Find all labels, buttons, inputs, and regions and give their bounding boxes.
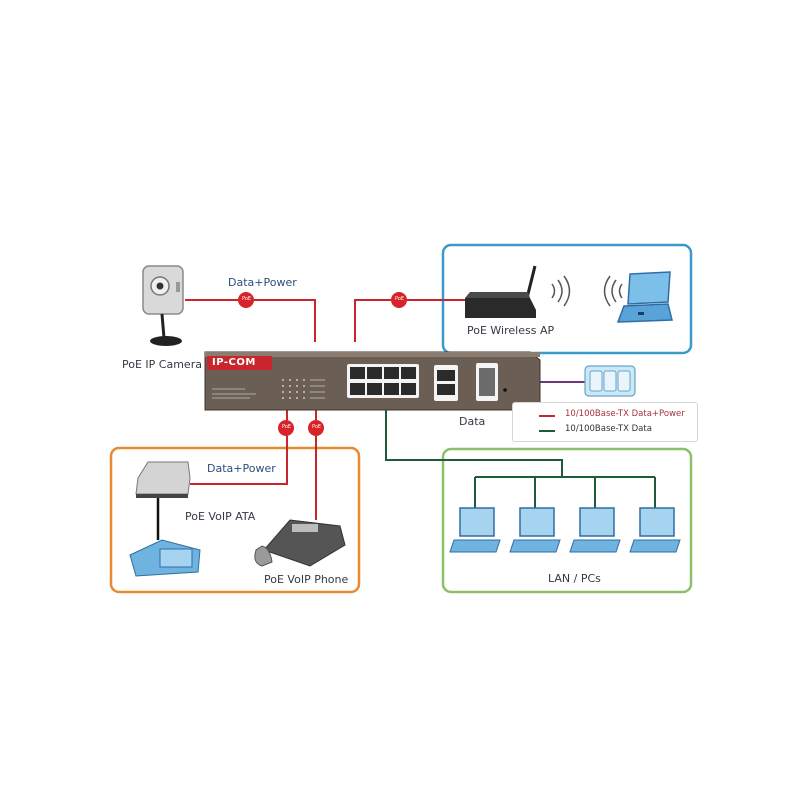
uplink-ports [437, 370, 455, 395]
legend-swatch-data [539, 430, 555, 432]
pc-icon [449, 507, 501, 553]
pc-icon [569, 507, 621, 553]
data-device-icon [584, 365, 636, 397]
switch-brand-label: IP-COM [212, 357, 256, 368]
camera-power-line [185, 299, 316, 342]
poe-badge-text: PoE [282, 424, 292, 430]
laptop-icon [616, 271, 673, 323]
wireless-ap-icon [465, 265, 537, 318]
pc-icon [629, 507, 681, 553]
wireless-ap-label: PoE Wireless AP [467, 324, 555, 337]
legend-item-data: 10/100Base-TX Data [513, 424, 697, 438]
ip-camera-label: PoE IP Camera [122, 358, 202, 371]
poe-badge-text: PoE [312, 424, 322, 430]
ip-camera-icon [142, 265, 184, 346]
reset-button [503, 388, 507, 392]
lan-pcs [449, 507, 681, 553]
ata-link-label: Data+Power [207, 462, 276, 475]
lan-group-box [441, 447, 693, 594]
voip-ata-label: PoE VoIP ATA [185, 510, 256, 523]
pc-icon [509, 507, 561, 553]
switch-brand-plate [207, 356, 272, 370]
wifi-signal-icon [551, 275, 623, 307]
data-device-label: Data [459, 415, 486, 428]
voip-group-box [109, 446, 361, 594]
voip-phone-icon [254, 519, 346, 567]
analog-phone-icon [129, 539, 201, 577]
legend-swatch-power [539, 415, 555, 417]
data-lines [385, 410, 656, 508]
camera-link-label: Data+Power [228, 276, 297, 289]
ap-power-line [354, 299, 465, 342]
legend: 10/100Base-TX Data+Power 10/100Base-TX D… [512, 402, 698, 442]
lan-label: LAN / PCs [548, 572, 601, 585]
poe-badge-ata [278, 420, 294, 436]
poe-switch [204, 351, 541, 411]
poe-badge-camera [238, 292, 254, 308]
legend-label: 10/100Base-TX Data+Power [565, 409, 685, 419]
poe-badge-text: PoE [395, 296, 405, 302]
poe-badge-text: PoE [242, 296, 252, 302]
poe-badge-ap [391, 292, 407, 308]
voip-phone-label: PoE VoIP Phone [264, 573, 349, 586]
rj45-ports [350, 367, 416, 395]
legend-item-power: 10/100Base-TX Data+Power [513, 409, 697, 423]
poe-badge-phone [308, 420, 324, 436]
legend-label: 10/100Base-TX Data [565, 424, 652, 434]
lan-uplink-line [385, 410, 563, 477]
voip-ata-icon [135, 461, 191, 540]
